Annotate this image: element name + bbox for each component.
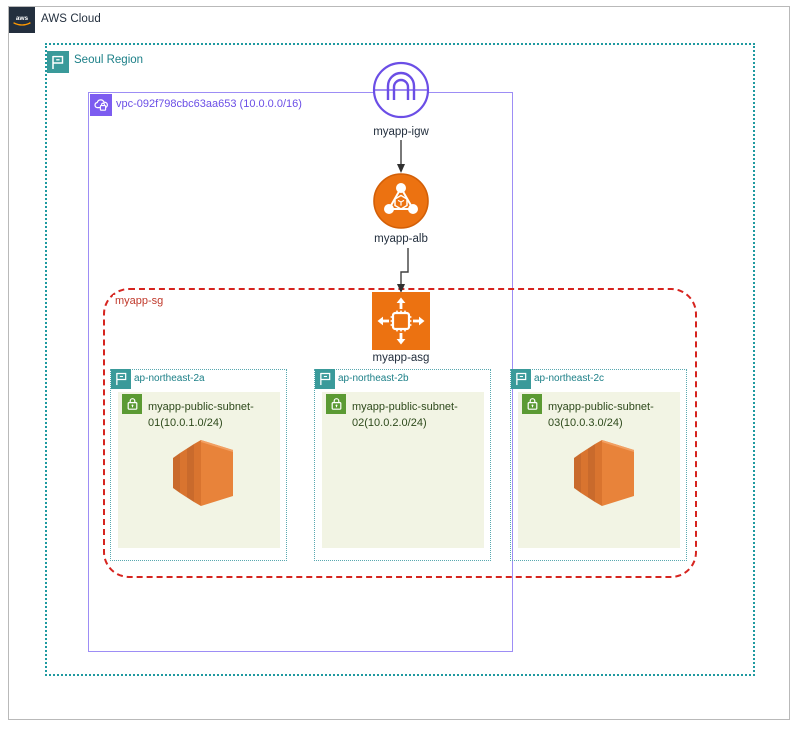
vpc-label: vpc-092f798cbc63aa653 (10.0.0.0/16) — [116, 98, 302, 110]
availability-zone-boundary — [510, 369, 687, 561]
az-flag-icon — [315, 369, 335, 389]
ec2-instances-icon — [163, 440, 235, 506]
public-subnet-label: myapp-public-subnet-03(10.0.3.0/24) — [548, 401, 654, 429]
public-subnet-box — [322, 392, 484, 548]
aws-cloud-label: AWS Cloud — [41, 13, 101, 25]
public-subnet-lock-icon — [326, 394, 346, 414]
aws-logo-icon: aws — [9, 7, 35, 33]
availability-zone-label: ap-northeast-2a — [134, 373, 205, 384]
az-flag-icon — [511, 369, 531, 389]
vpc-cloud-lock-icon — [90, 94, 112, 116]
public-subnet-label: myapp-public-subnet-01(10.0.1.0/24) — [148, 401, 254, 429]
az-flag-icon — [111, 369, 131, 389]
region-boundary — [45, 43, 755, 676]
application-load-balancer-icon[interactable] — [372, 172, 430, 230]
ec2-instances-icon — [564, 440, 636, 506]
public-subnet-label: myapp-public-subnet-02(10.0.2.0/24) — [352, 401, 458, 429]
public-subnet-lock-icon — [122, 394, 142, 414]
region-flag-icon — [47, 51, 69, 73]
svg-text:aws: aws — [16, 15, 29, 22]
availability-zone-boundary — [314, 369, 491, 561]
availability-zone-label: ap-northeast-2b — [338, 373, 409, 384]
security-group-label: myapp-sg — [113, 295, 166, 307]
internet-gateway-label: myapp-igw — [373, 126, 429, 138]
availability-zone-label: ap-northeast-2c — [534, 373, 605, 384]
auto-scaling-group-icon[interactable] — [372, 292, 430, 350]
auto-scaling-group-label: myapp-asg — [372, 352, 430, 364]
region-label: Seoul Region — [74, 54, 144, 66]
internet-gateway-icon[interactable] — [372, 61, 430, 119]
application-load-balancer-label: myapp-alb — [374, 233, 428, 245]
public-subnet-lock-icon — [522, 394, 542, 414]
aws-cloud-boundary — [8, 6, 790, 720]
availability-zone-boundary — [110, 369, 287, 561]
